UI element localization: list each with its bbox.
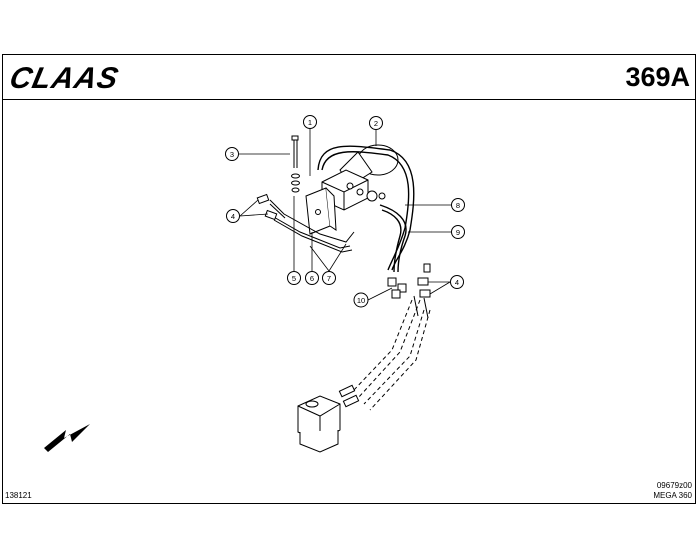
mounting-bracket (305, 187, 337, 235)
svg-text:9: 9 (456, 228, 460, 237)
fittings-lower (387, 263, 431, 319)
callout-1: 1 (303, 115, 317, 129)
callout-3: 3 (225, 147, 239, 161)
callout-8: 8 (451, 198, 465, 212)
callout-4-left: 4 (226, 209, 240, 223)
drawing-frame (2, 54, 696, 504)
callout-6: 6 (305, 271, 319, 285)
header-divider (2, 99, 696, 100)
svg-text:2: 2 (374, 119, 378, 128)
long-bolt (291, 135, 300, 193)
svg-text:4: 4 (231, 212, 235, 221)
callout-4-right: 4 (450, 275, 464, 289)
drawing-code: 09679z00 (656, 481, 692, 490)
svg-text:7: 7 (327, 274, 331, 283)
callout-7: 7 (322, 271, 336, 285)
svg-text:5: 5 (292, 274, 296, 283)
callout-9: 9 (451, 225, 465, 239)
model-name: MEGA 360 (653, 491, 692, 500)
fittings-left (256, 193, 278, 221)
valve-block (321, 169, 386, 211)
svg-text:3: 3 (230, 150, 234, 159)
svg-text:10: 10 (357, 296, 365, 305)
steel-pipes (269, 199, 355, 253)
sheet-id: 138121 (5, 491, 32, 500)
page-number: 369A (625, 62, 690, 92)
hose-lines-upper (317, 145, 415, 273)
steering-unit (297, 384, 360, 453)
callout-5: 5 (287, 271, 301, 285)
dashed-lines (351, 299, 431, 411)
svg-text:8: 8 (456, 201, 460, 210)
svg-text:6: 6 (310, 274, 314, 283)
callout-2: 2 (369, 116, 383, 130)
callout-10: 10 (353, 292, 369, 308)
svg-text:4: 4 (455, 278, 459, 287)
callout-leaders (239, 128, 452, 301)
arrow-down-left-icon (44, 424, 90, 452)
svg-text:1: 1 (308, 118, 312, 127)
